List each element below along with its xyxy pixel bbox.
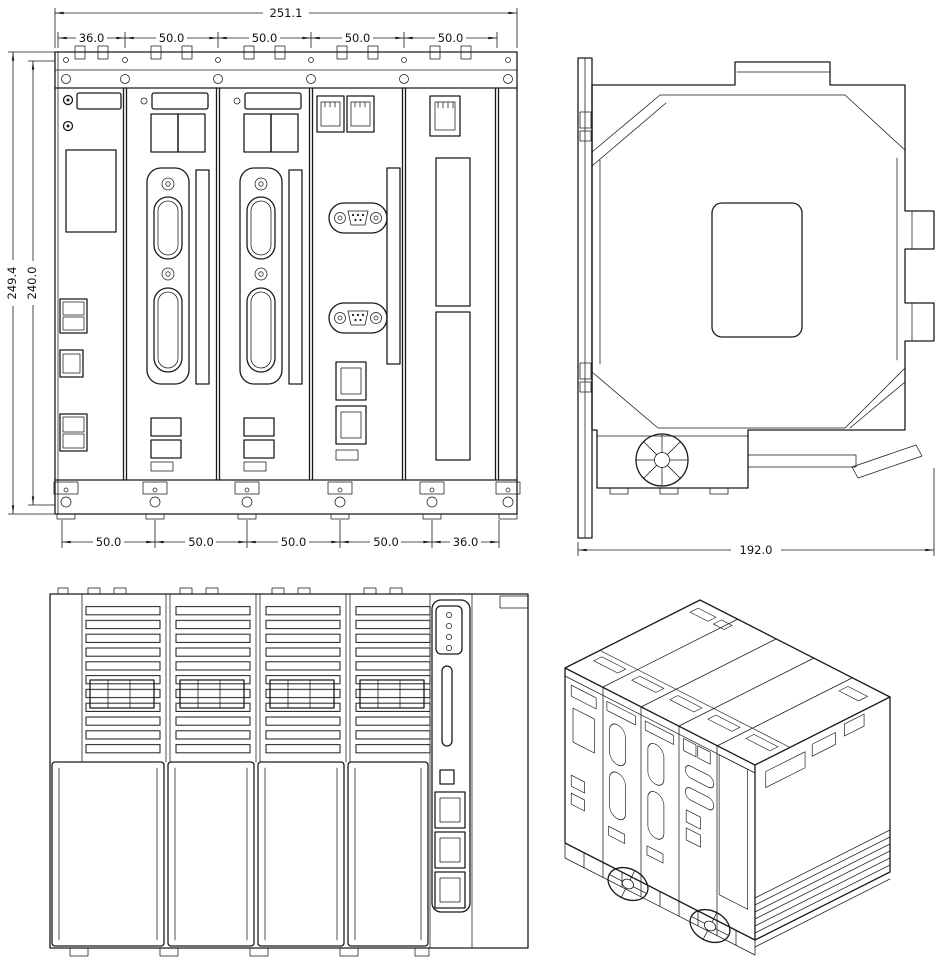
ethernet-port [434,871,466,909]
iso-front-face-details [570,684,748,910]
bottom-mounting-tabs [53,481,521,520]
dim-top-segment-2: 50.0 [159,31,185,45]
iso-heatsink-fins [754,829,891,948]
terminal-strip-lower [435,311,471,461]
dim-overall-height: 249.4 [5,267,19,300]
iso-terminal-strip [718,754,748,910]
din-rail-clips [579,111,592,393]
top-mounting-tabs [61,45,513,84]
terminal-strip-upper [435,157,471,307]
iso-module-dividers [602,618,853,922]
lower-covers [51,761,430,957]
side-body [577,57,935,539]
dim-top-segment-4: 50.0 [345,31,371,45]
module-separator-lines [81,593,473,949]
side-view: 192.0 [577,57,935,557]
controller-module-face [316,95,401,461]
switch [439,769,455,785]
module-separators [122,87,500,481]
top-connector-panel [431,595,529,913]
dim-bottom-segment-4: 50.0 [373,535,399,549]
front-view: 251.1 36.0 50.0 50.0 50.0 50.0 249.4 240… [5,6,521,549]
top-edge-tabs [57,587,403,595]
dim-overall-width: 251.1 [270,6,303,20]
power-supply-module-face [59,92,122,452]
dim-bottom-segment-2: 50.0 [188,535,214,549]
top-view [49,587,529,957]
iso-top-face-details [593,607,868,752]
ethernet-port [434,831,466,869]
dim-top-segment-5: 50.0 [438,31,464,45]
dim-top-segment-3: 50.0 [252,31,278,45]
side-dimensions: 192.0 [577,468,935,557]
card-slot [441,665,453,747]
dim-bottom-segment-3: 50.0 [281,535,307,549]
isometric-view [564,599,891,956]
dim-bottom-segment-1: 50.0 [96,535,122,549]
io-terminal-module-face [429,95,471,461]
vent-slats [84,604,432,756]
iso-fan-1 [607,866,649,902]
side-label-panel [711,202,803,338]
ethernet-port [434,791,466,829]
dim-top-segment-1: 36.0 [79,31,105,45]
iso-bottom-band [564,842,756,956]
dim-depth: 192.0 [740,543,773,557]
dim-bottom-segment-5: 36.0 [453,535,479,549]
iso-right-face-details [765,713,865,789]
power-connector [435,605,463,655]
bottom-bracket [747,444,923,479]
front-dimensions: 251.1 36.0 50.0 50.0 50.0 50.0 249.4 240… [5,6,518,549]
front-body [53,45,521,520]
cooling-fan [596,433,749,495]
dim-body-height: 240.0 [25,267,39,300]
iso-silhouette [564,599,891,941]
iso-fan-2 [689,908,731,944]
